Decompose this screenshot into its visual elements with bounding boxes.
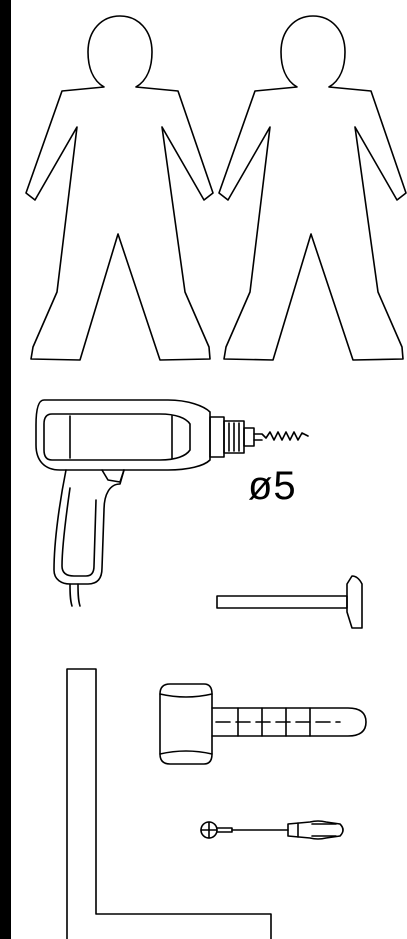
person-right-icon <box>218 15 407 361</box>
drill-bit-size-label: ø5 <box>248 464 297 508</box>
rubber-mallet-icon <box>159 683 367 765</box>
person-left-icon <box>25 15 214 361</box>
phillips-screwdriver-icon <box>200 820 344 840</box>
two-persons-icon <box>25 15 407 361</box>
carpenter-square-icon <box>66 668 272 939</box>
hammer-icon <box>216 575 363 629</box>
page-edge-bar <box>0 0 11 939</box>
power-drill-icon <box>35 399 309 607</box>
